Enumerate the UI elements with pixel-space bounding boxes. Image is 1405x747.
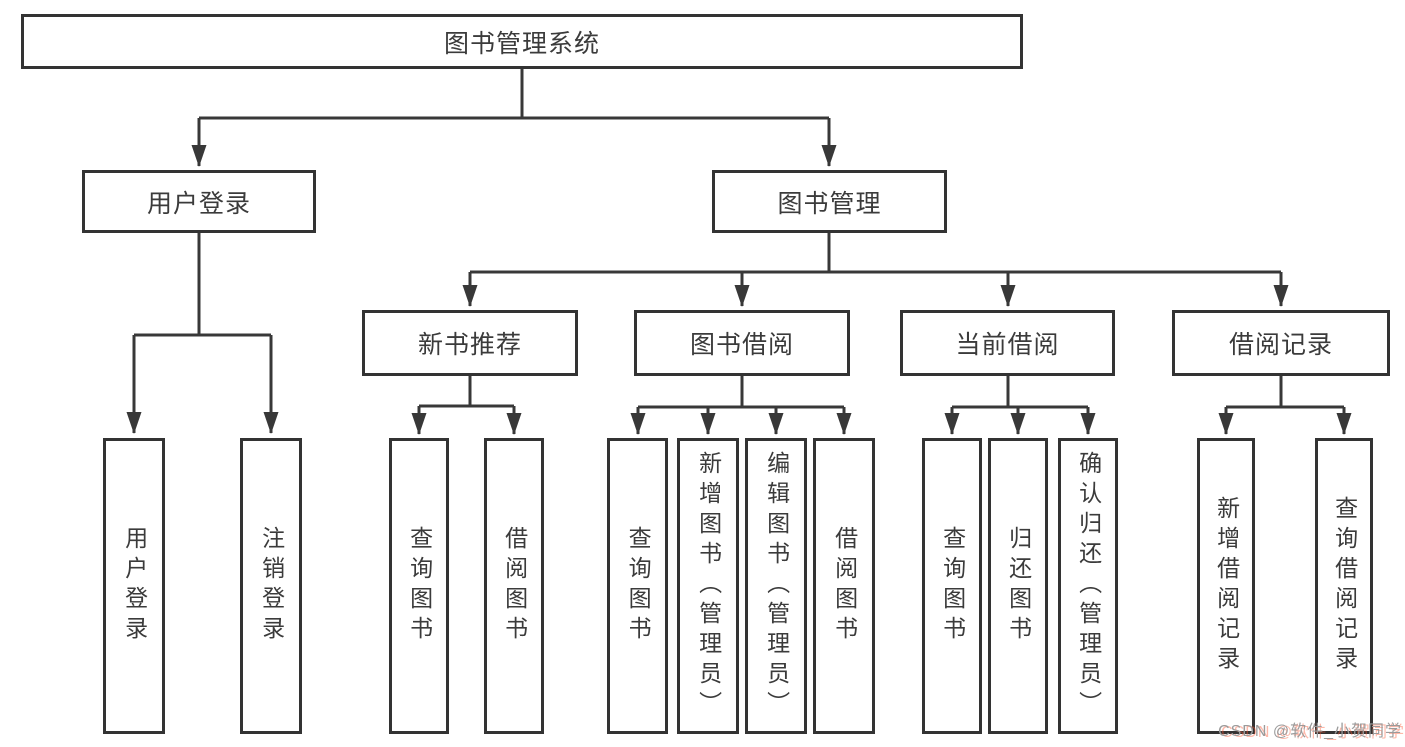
connector-new-book-rec-children [411,376,522,435]
node-label: 新增图书（管理员） [695,451,722,721]
node-label: 新书推荐 [417,331,522,359]
leaf-query-books-borrowing: 查询图书 [607,438,668,734]
node-label: 图书管理系统 [443,29,600,58]
node-label: 查询图书 [939,526,966,646]
node-label: 用户登录 [121,526,148,646]
connector-book-borrow-children [630,376,852,435]
node-borrowing-records: 借阅记录 [1172,310,1390,376]
node-new-book-recommendation: 新书推荐 [362,310,578,376]
node-label: 归还图书 [1005,526,1032,646]
leaf-edit-books-admin: 编辑图书（管理员） [745,438,807,734]
node-label: 注销登录 [258,526,285,646]
connector-user-login-children [126,233,279,434]
node-label: 查询借阅记录 [1331,496,1358,676]
node-label: 借阅图书 [501,526,528,646]
node-label: 图书管理 [777,189,882,218]
node-book-management: 图书管理 [712,170,947,233]
leaf-logout: 注销登录 [240,438,302,734]
leaf-borrow-books-borrowing: 借阅图书 [813,438,875,734]
node-current-borrowing: 当前借阅 [900,310,1115,376]
connector-borrow-record-children [1218,376,1352,435]
node-library-management-system: 图书管理系统 [21,14,1023,69]
leaf-query-borrow-record: 查询借阅记录 [1315,438,1373,734]
node-label: 新增借阅记录 [1213,496,1240,676]
leaf-borrow-books-recommend: 借阅图书 [484,438,544,734]
node-label: 借阅记录 [1228,331,1333,359]
node-label: 查询图书 [625,526,652,646]
node-user-login: 用户登录 [82,170,316,233]
node-label: 确认归还（管理员） [1075,451,1102,721]
node-label: 借阅图书 [831,526,858,646]
leaf-add-borrow-record: 新增借阅记录 [1197,438,1255,734]
node-label: 用户登录 [146,189,251,218]
leaf-query-books-current: 查询图书 [922,438,982,734]
leaf-user-login: 用户登录 [103,438,165,734]
node-label: 查询图书 [406,526,433,646]
node-label: 图书借阅 [689,331,794,359]
csdn-watermark: CSDN @软件_小贺同学 [1218,723,1402,740]
leaf-confirm-return-admin: 确认归还（管理员） [1058,438,1118,734]
leaf-return-books: 归还图书 [988,438,1048,734]
leaf-add-books-admin: 新增图书（管理员） [677,438,739,734]
node-label: 当前借阅 [955,331,1060,359]
connector-root-to-level2 [191,69,837,167]
node-label: 编辑图书（管理员） [763,451,790,721]
connector-book-mgmt-children [462,233,1289,307]
node-book-borrowing: 图书借阅 [634,310,850,376]
connector-current-borrow-children [944,376,1096,435]
leaf-query-books-recommend: 查询图书 [389,438,449,734]
